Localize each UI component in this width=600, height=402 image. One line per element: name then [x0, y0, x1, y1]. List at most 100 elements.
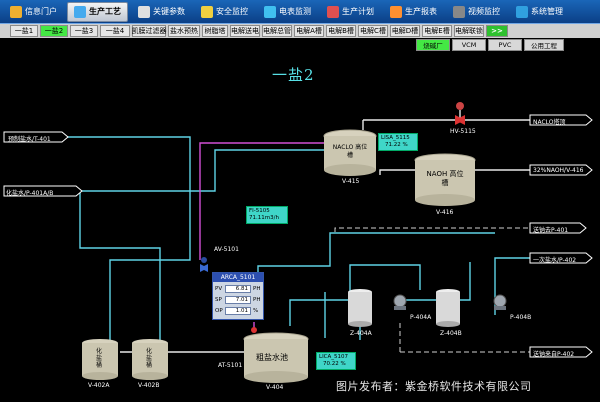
tab-15[interactable]: >> — [486, 25, 508, 37]
lica5107-value: 70.22 % — [323, 361, 346, 367]
home-icon — [10, 5, 22, 18]
main-nav: 信息门户 生产工艺 关键参数安全监控电表监测生产计划 生产报表 视频监控 系统管理 — [0, 0, 600, 24]
tab-11[interactable]: 电解C槽 — [358, 25, 388, 37]
pipe-refined-b — [79, 191, 161, 340]
tab-0[interactable]: 一盐1 — [10, 25, 38, 37]
filter-z404b — [436, 289, 460, 327]
sp-key: SP — [215, 296, 222, 303]
av5101-tag: AV-5101 — [214, 246, 239, 253]
nav-item-label: 生产工艺 — [89, 7, 121, 16]
lisa5115-readout[interactable]: LISA_5115 71.22 % — [378, 133, 418, 151]
tab-5[interactable]: 盐水预热 — [168, 25, 200, 37]
subtab-1[interactable]: VCM — [452, 39, 486, 51]
lica5107-tag: LICA_5107 — [319, 354, 349, 360]
inlet-p402: 送钠来自P-402 — [533, 351, 575, 358]
v404-tag: V-404 — [266, 384, 284, 391]
inlet-arrow-p401 — [529, 222, 587, 234]
arca5101-faceplate[interactable]: ARCA_5101 PV 6.81 PH SP 7.01 PH OP 1.01 … — [212, 272, 264, 320]
nav-item-0[interactable]: 信息门户 — [4, 2, 63, 22]
report-icon — [390, 5, 402, 18]
v402b-label: 化盐桶 — [146, 348, 153, 369]
valve-av5101 — [200, 257, 208, 272]
v404-label: 粗盐水池 — [256, 353, 288, 362]
tab-9[interactable]: 电解A槽 — [294, 25, 324, 37]
pipe-cross — [365, 264, 421, 290]
subtab-0[interactable]: 烧碱厂 — [416, 39, 450, 51]
nav-item-label: 生产报表 — [405, 7, 437, 16]
nav-item-label: 视频监控 — [468, 7, 500, 16]
pump-p404b — [493, 294, 507, 310]
tab-1[interactable]: 一盐2 — [40, 25, 68, 37]
nav-item-5[interactable]: 生产计划 — [321, 2, 380, 22]
pipe-naoh — [379, 169, 530, 175]
tab-4[interactable]: 凯膜过滤器 — [131, 25, 167, 37]
inlet-arrow-primary-brine — [529, 252, 593, 264]
inlet-primary-brine: 一次盐水/P-402 — [533, 257, 577, 264]
filter-z404a — [348, 289, 372, 327]
pipe-pre-water — [65, 136, 191, 340]
tab-10[interactable]: 电解B槽 — [326, 25, 356, 37]
tank-v402b — [132, 339, 168, 380]
inlet-arrow-naclo — [529, 114, 593, 126]
v416-tag: V-416 — [436, 209, 454, 216]
subtab-2[interactable]: PVC — [488, 39, 522, 51]
inlet-pre-water: 预制盐水/T-401 — [8, 136, 51, 143]
tab-13[interactable]: 电解E槽 — [422, 25, 452, 37]
fi5105-readout[interactable]: FI-5105 71.11m3/h — [246, 206, 288, 224]
tank-v416 — [414, 153, 476, 206]
tab-3[interactable]: 一盐4 — [100, 25, 130, 37]
nav-item-6[interactable]: 生产报表 — [384, 2, 443, 22]
inlet-naclo-tower: NACLO塔顶 — [533, 119, 566, 126]
inlet-naoh: 32%NAOH/V-416 — [533, 167, 584, 174]
op-value[interactable]: 1.01 — [225, 306, 251, 315]
pipe-primary-brine — [494, 257, 530, 315]
nav-item-8[interactable]: 系统管理 — [510, 2, 569, 22]
tab-6[interactable]: 树脂塔 — [202, 25, 228, 37]
dash-p401 — [334, 227, 530, 232]
z404a-tag: Z-404A — [350, 330, 372, 337]
controller-pv-row: PV 6.81 PH — [213, 284, 263, 293]
inlet-arrow-refined-water — [3, 185, 83, 197]
tank-v404 — [243, 332, 309, 383]
v415-tag: V-415 — [342, 178, 360, 185]
subtab-3[interactable]: 公用工程 — [524, 39, 564, 51]
pv-unit: PH — [253, 285, 261, 292]
inlet-p401: 送钠去P-401 — [533, 227, 569, 234]
gear-icon — [138, 5, 150, 18]
nav-item-1[interactable]: 生产工艺 — [67, 1, 128, 22]
meter-icon — [264, 5, 276, 18]
tab-12[interactable]: 电解D槽 — [390, 25, 420, 37]
tank-v415 — [323, 129, 377, 176]
tab-8[interactable]: 电解总管 — [262, 25, 292, 37]
inlet-refined-water: 化盐水/P-401A/B — [6, 190, 54, 197]
v402a-tag: V-402A — [88, 382, 110, 389]
tab-7[interactable]: 电解送电 — [230, 25, 260, 37]
p404b-tag: P-404B — [510, 314, 532, 321]
lica5107-readout[interactable]: LICA_5107 70.22 % — [316, 352, 356, 370]
tank-v402a — [82, 339, 118, 380]
v416-label: NAOH 高位槽 — [426, 170, 464, 187]
sp-value[interactable]: 7.01 — [225, 295, 251, 304]
nav-item-3[interactable]: 安全监控 — [195, 2, 254, 22]
v415-label: NACLO 高位槽 — [332, 144, 368, 159]
nav-item-2[interactable]: 关键参数 — [132, 2, 191, 22]
sp-unit: PH — [253, 296, 261, 303]
nav-item-4[interactable]: 电表监测 — [258, 2, 317, 22]
valve-hv5115 — [455, 102, 465, 125]
nav-item-7[interactable]: 视频监控 — [447, 2, 506, 22]
pipe-refined-water — [80, 149, 325, 192]
tab-2[interactable]: 一盐3 — [70, 25, 98, 37]
inlet-arrow-pre-water — [3, 131, 69, 143]
settings-icon — [516, 5, 528, 18]
z404b-tag: Z-404B — [440, 330, 462, 337]
at5101-tag: AT-5101 — [218, 362, 243, 369]
sensor-at5101 — [251, 327, 257, 333]
inlet-arrow-p402 — [529, 346, 593, 358]
inlet-arrow-naoh — [529, 164, 593, 176]
tab-14[interactable]: 电解联锁 — [454, 25, 484, 37]
nav-item-label: 信息门户 — [25, 7, 57, 16]
controller-sp-row: SP 7.01 PH — [213, 295, 263, 304]
hv5115-tag: HV-5115 — [450, 128, 476, 135]
